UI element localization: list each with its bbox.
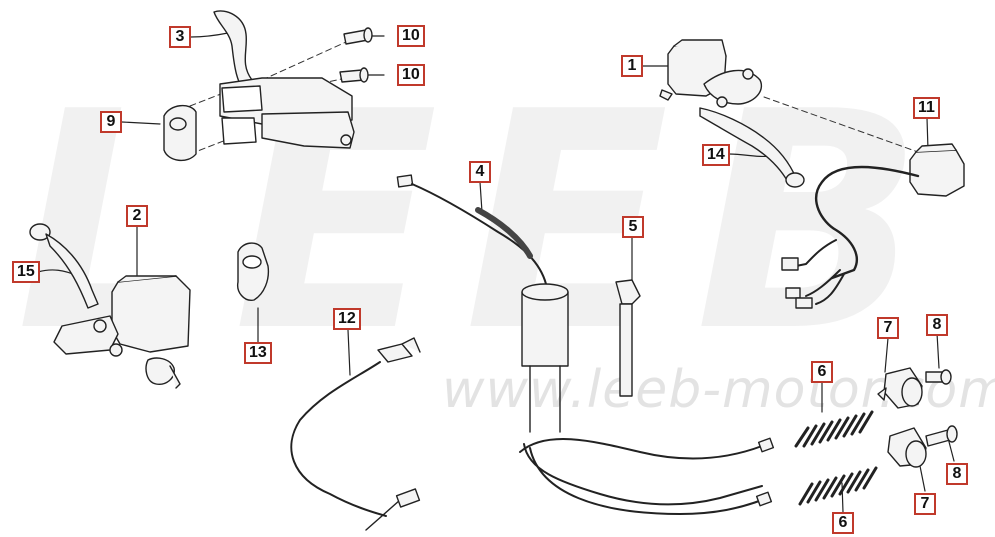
lever-perch-assembly [163, 10, 355, 161]
springs [794, 410, 878, 506]
callout-6-upper: 6 [811, 361, 833, 383]
callout-3: 3 [169, 26, 191, 48]
throttle-cable-grip [396, 174, 775, 515]
callout-11: 11 [913, 97, 940, 119]
callout-10-upper: 10 [397, 25, 425, 47]
callout-9: 9 [100, 111, 122, 133]
switch-wire [290, 337, 421, 531]
leader-lines [37, 32, 955, 513]
callout-15: 15 [12, 261, 40, 283]
callout-8-lower: 8 [946, 463, 968, 485]
cable-adjusters-and-bolts [877, 367, 958, 468]
callout-7-upper: 7 [877, 317, 899, 339]
callout-2: 2 [126, 205, 148, 227]
callout-1: 1 [621, 55, 643, 77]
callout-7-lower: 7 [914, 493, 936, 515]
switch-and-harness [781, 143, 965, 309]
cable-clip [237, 242, 270, 301]
callout-6-lower: 6 [832, 512, 854, 534]
callout-13: 13 [244, 342, 272, 364]
screws-10 [339, 27, 373, 83]
cable-tie [615, 279, 641, 397]
master-cylinder-right [659, 39, 805, 188]
callout-4: 4 [469, 161, 491, 183]
callout-10-lower: 10 [397, 64, 425, 86]
callout-14: 14 [702, 144, 730, 166]
callout-5: 5 [622, 216, 644, 238]
callout-12: 12 [333, 308, 361, 330]
master-cylinder-left [29, 223, 191, 389]
callout-8-upper: 8 [926, 314, 948, 336]
